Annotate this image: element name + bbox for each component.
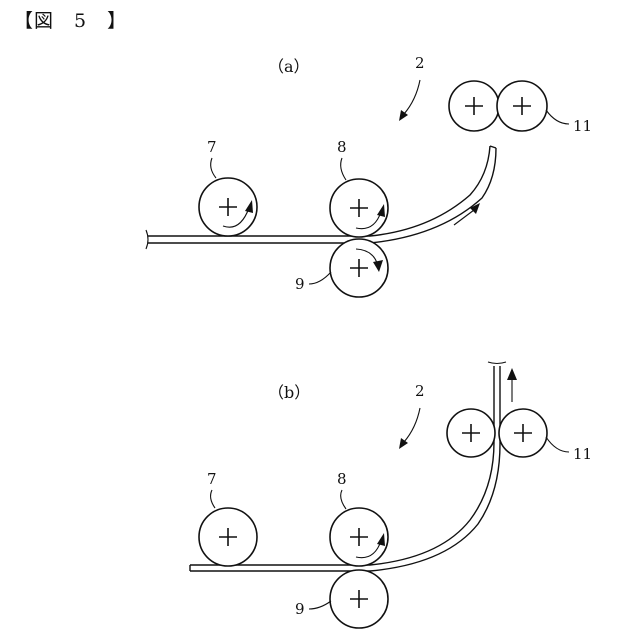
- part-2-label-a: 2: [415, 54, 425, 72]
- part-8-label-b: 8: [337, 470, 347, 488]
- roll-8-b: [330, 508, 388, 566]
- roll-pair-11-a: [449, 81, 547, 131]
- roll-pair-11-b: [447, 409, 547, 457]
- leader-7-b: [211, 490, 215, 508]
- roll-9-a: [330, 239, 388, 297]
- roll-8-a: [330, 179, 388, 237]
- feed-direction-arrow-b: [507, 368, 517, 402]
- part-2-arrow-b: [399, 408, 420, 449]
- leader-7-a: [211, 158, 216, 178]
- part-7-label-a: 7: [207, 138, 217, 156]
- leader-8-b: [341, 490, 346, 509]
- strip-break-mark: [146, 230, 148, 249]
- part-2-arrow-a: [399, 80, 420, 121]
- roll-7-b: [199, 508, 257, 566]
- panel-a-label: （a）: [268, 57, 310, 76]
- leader-8-a: [341, 158, 346, 180]
- part-2-label-b: 2: [415, 382, 425, 400]
- feed-direction-arrow-a: [454, 203, 480, 225]
- roll-9-b: [330, 570, 388, 628]
- panel-a: （a）: [146, 54, 592, 297]
- strip-break-mark-b: [488, 362, 506, 364]
- part-8-label-a: 8: [337, 138, 347, 156]
- part-9-label-a: 9: [295, 275, 305, 293]
- leader-11-a: [546, 110, 569, 124]
- roll-7-a: [199, 178, 257, 236]
- leader-9-a: [309, 272, 331, 284]
- leader-11-b: [546, 437, 569, 452]
- part-9-label-b: 9: [295, 600, 305, 618]
- part-11-label-a: 11: [573, 117, 592, 135]
- strip-a: [146, 146, 496, 249]
- panel-b-label: （b）: [268, 383, 310, 402]
- part-11-label-b: 11: [573, 445, 592, 463]
- part-7-label-b: 7: [207, 470, 217, 488]
- panel-b: （b）: [190, 362, 592, 628]
- leader-9-b: [309, 601, 331, 609]
